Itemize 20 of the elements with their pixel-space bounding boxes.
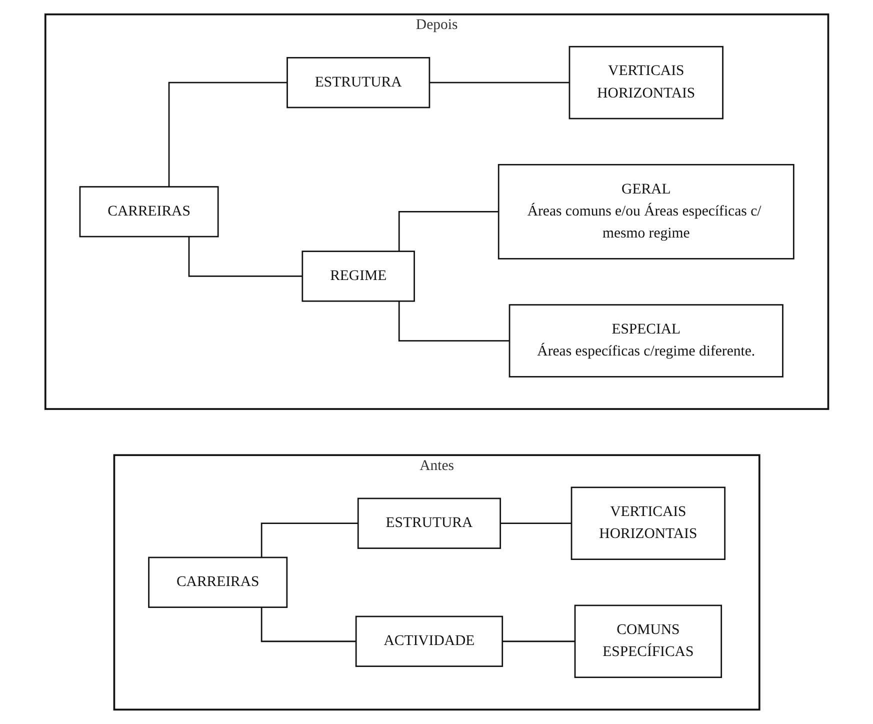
node-box: CARREIRAS	[148, 556, 288, 608]
node-box: ESTRUTURA	[357, 498, 501, 549]
connector	[398, 301, 510, 342]
connector	[168, 82, 287, 187]
node-box: VERTICAIS HORIZONTAIS	[568, 46, 724, 120]
node-box: VERTICAIS HORIZONTAIS	[570, 486, 726, 560]
node-box: COMUNS ESPECÍFICAS	[574, 604, 722, 678]
node-box: ACTIVIDADE	[355, 616, 503, 667]
node-box: REGIME	[301, 250, 415, 302]
connector	[499, 522, 572, 524]
connector	[398, 211, 498, 252]
connector	[428, 82, 570, 84]
connector	[260, 522, 358, 558]
node-box: ESTRUTURA	[286, 57, 430, 108]
node-box: CARREIRAS	[78, 186, 218, 238]
connector	[260, 607, 356, 642]
connector	[188, 236, 302, 277]
connector	[501, 640, 575, 642]
node-box: GERAL Áreas comuns e/ou Áreas específicas c/ mesmo regime	[498, 164, 794, 260]
node-box: ESPECIAL Áreas específicas c/regime diferente.	[508, 304, 784, 378]
